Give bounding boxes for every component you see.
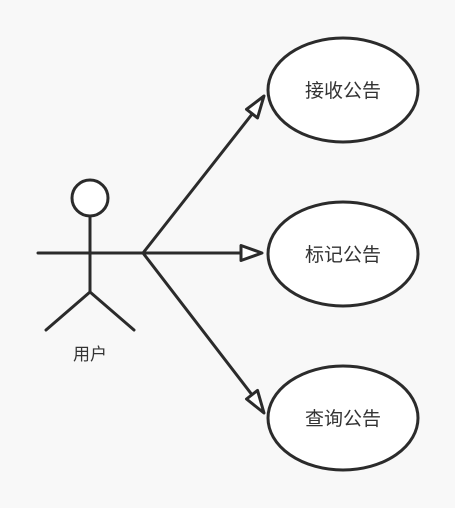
actor-right-leg [88, 290, 136, 332]
arrow-to-query [141, 251, 258, 402]
arrowhead-query [245, 388, 266, 415]
actor-left-leg [44, 290, 92, 332]
use-case-query: 查询公告 [266, 364, 420, 472]
actor-head [70, 178, 110, 218]
use-case-ellipse [266, 36, 420, 144]
use-case-label: 标记公告 [305, 244, 381, 266]
use-case-ellipse [266, 364, 420, 472]
arrow-to-receive [141, 102, 262, 255]
use-case-mark: 标记公告 [266, 200, 420, 308]
arrowhead-mark [239, 244, 264, 262]
associations [141, 94, 266, 415]
use-case-receive: 接收公告 [266, 36, 420, 144]
actor-label: 用户 [73, 345, 107, 365]
actor-user: 用户 [36, 178, 145, 365]
use-case-ellipse [266, 200, 420, 308]
arrowhead-receive [245, 94, 266, 120]
use-case-label: 接收公告 [305, 80, 381, 102]
use-case-label: 查询公告 [305, 408, 381, 430]
